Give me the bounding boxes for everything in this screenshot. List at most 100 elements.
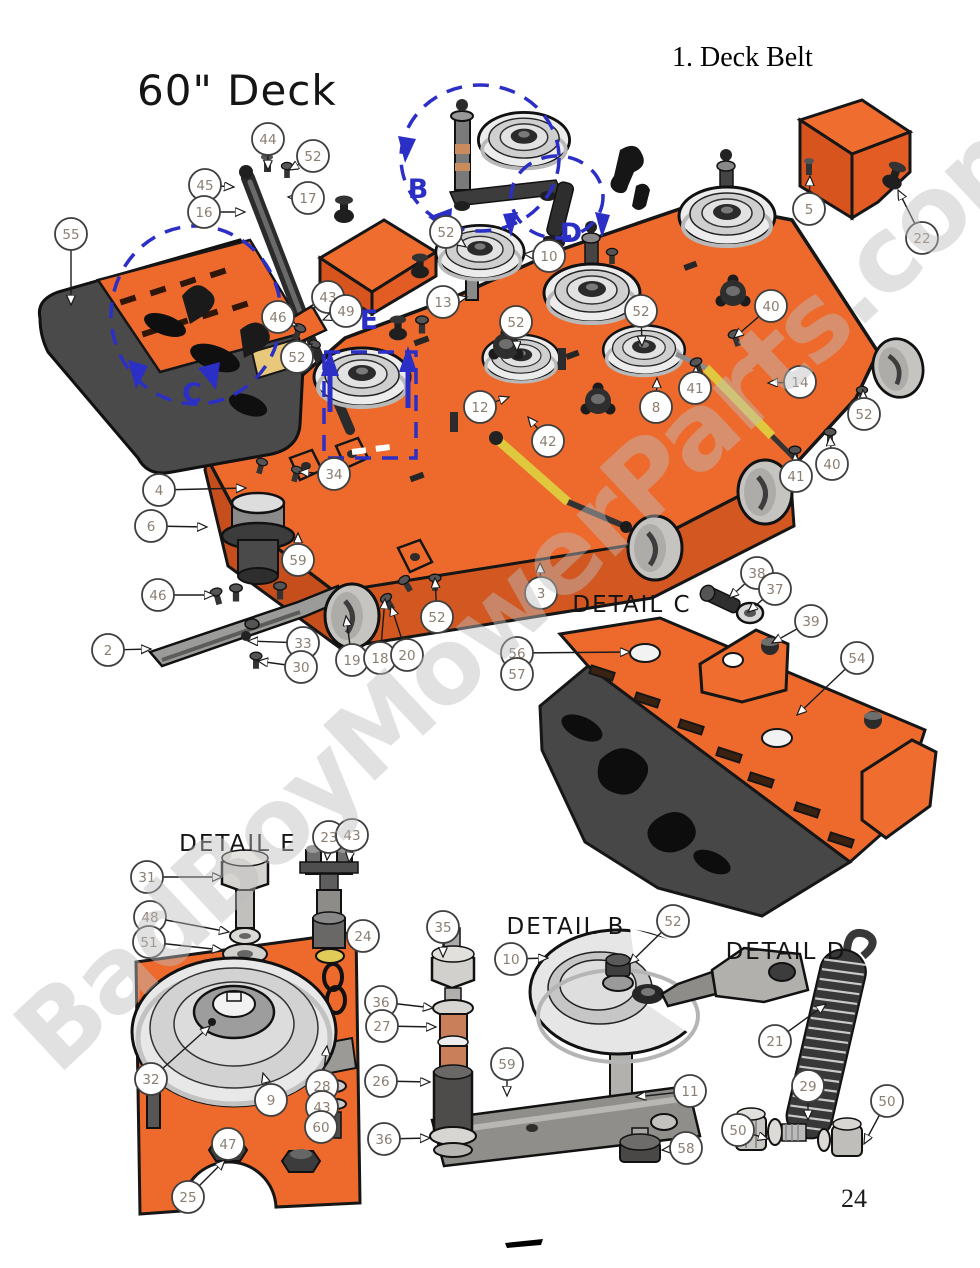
- callout-number: 43: [343, 828, 360, 844]
- discharge-chute: [37, 238, 308, 475]
- callout-balloon: [251, 122, 285, 156]
- callout-balloon: [211, 1127, 245, 1161]
- callout-balloon: [281, 543, 315, 577]
- callout-42: 42: [528, 417, 565, 458]
- callout-number: 52: [855, 407, 872, 423]
- callout-balloon: [364, 1064, 398, 1098]
- callout-balloon: [531, 424, 565, 458]
- callout-balloon: [296, 139, 330, 173]
- flow-letter-D: D: [560, 218, 582, 249]
- flow-letter-C: C: [182, 378, 202, 409]
- callout-number: 42: [539, 434, 556, 450]
- callout-number: 50: [729, 1123, 746, 1139]
- callout-21: 21: [758, 1004, 826, 1058]
- callout-balloon: [132, 925, 166, 959]
- callout-number: 40: [762, 299, 779, 315]
- callout-number: 25: [179, 1190, 196, 1206]
- callout-number: 4: [155, 483, 164, 499]
- idler-link-d: [543, 145, 650, 247]
- callout-balloon: [673, 1074, 707, 1108]
- callout-60: 60: [304, 1110, 338, 1144]
- tension-assembly-b: [448, 99, 572, 211]
- callout-10: 10: [524, 239, 566, 273]
- callout-number: 19: [343, 653, 360, 669]
- callout-number: 39: [802, 614, 819, 630]
- callout-41: 41: [678, 366, 712, 405]
- callout-2: 2: [91, 633, 151, 667]
- callout-47: 47: [211, 1127, 245, 1161]
- callout-50: 50: [721, 1113, 768, 1147]
- callout-3: 3: [524, 563, 558, 610]
- callout-20: 20: [391, 606, 424, 672]
- callout-number: 35: [434, 920, 451, 936]
- callout-number: 36: [372, 995, 389, 1011]
- callout-number: 52: [428, 610, 445, 626]
- callout-number: 48: [141, 910, 158, 926]
- callout-balloon: [754, 289, 788, 323]
- callout-number: 51: [140, 935, 157, 951]
- callout-58: 58: [662, 1131, 703, 1165]
- callout-33: 33: [248, 626, 320, 660]
- callout-4: 4: [142, 473, 246, 507]
- callout-balloon: [426, 910, 460, 944]
- callout-number: 21: [766, 1034, 783, 1050]
- callout-29: 29: [791, 1069, 825, 1120]
- callout-balloon: [254, 1083, 288, 1117]
- callout-number: 6: [147, 519, 156, 535]
- callout-balloon: [494, 942, 528, 976]
- callout-number: 13: [434, 295, 451, 311]
- callout-24: 24: [346, 919, 380, 953]
- detail-c-group: [538, 584, 938, 918]
- callout-43: 43: [335, 818, 369, 862]
- callout-balloon: [792, 192, 826, 226]
- callout-balloon: [791, 1069, 825, 1103]
- flow-letter-B: B: [408, 174, 429, 205]
- callout-balloon: [779, 459, 813, 493]
- callout-52: 52: [429, 215, 466, 249]
- callout-41: 41: [779, 453, 813, 493]
- callout-number: 45: [196, 178, 213, 194]
- callout-number: 52: [437, 225, 454, 241]
- callout-balloon: [490, 1047, 524, 1081]
- callout-59: 59: [490, 1047, 524, 1096]
- callout-40: 40: [734, 289, 788, 338]
- callout-16: 16: [187, 195, 245, 229]
- callout-number: 34: [325, 467, 342, 483]
- callout-37: 37: [748, 572, 792, 612]
- mower-blade: [147, 584, 346, 670]
- callout-balloon: [346, 919, 380, 953]
- callout-balloon: [678, 371, 712, 405]
- callout-5: 5: [792, 176, 826, 226]
- callout-44: 44: [251, 122, 285, 170]
- callout-number: 30: [292, 660, 309, 676]
- callout-number: 41: [686, 381, 703, 397]
- callout-number: 57: [508, 667, 525, 683]
- callout-number: 10: [502, 952, 519, 968]
- callout-number: 47: [219, 1137, 236, 1153]
- callout-14: 14: [768, 365, 817, 399]
- callout-number: 52: [664, 914, 681, 930]
- callout-balloon: [847, 397, 881, 431]
- detail-b-group: [429, 927, 726, 1168]
- callout-balloon: [171, 1180, 205, 1214]
- callout-40: 40: [815, 436, 849, 481]
- callout-number: 17: [299, 191, 316, 207]
- leader-line: [516, 652, 630, 653]
- callout-number: 52: [507, 315, 524, 331]
- callout-number: 58: [677, 1141, 694, 1157]
- callout-number: 52: [632, 304, 649, 320]
- callout-number: 54: [848, 651, 865, 667]
- callout-balloon: [429, 215, 463, 249]
- callout-number: 55: [62, 227, 79, 243]
- callout-25: 25: [171, 1160, 225, 1214]
- callout-32: 32: [134, 1026, 210, 1096]
- callout-number: 44: [259, 132, 276, 148]
- callout-number: 9: [267, 1093, 276, 1109]
- callout-balloon: [365, 1009, 399, 1043]
- callout-balloon: [335, 818, 369, 852]
- callout-number: 26: [372, 1074, 389, 1090]
- callout-number: 50: [878, 1094, 895, 1110]
- callout-9: 9: [254, 1073, 288, 1117]
- callout-number: 18: [371, 651, 388, 667]
